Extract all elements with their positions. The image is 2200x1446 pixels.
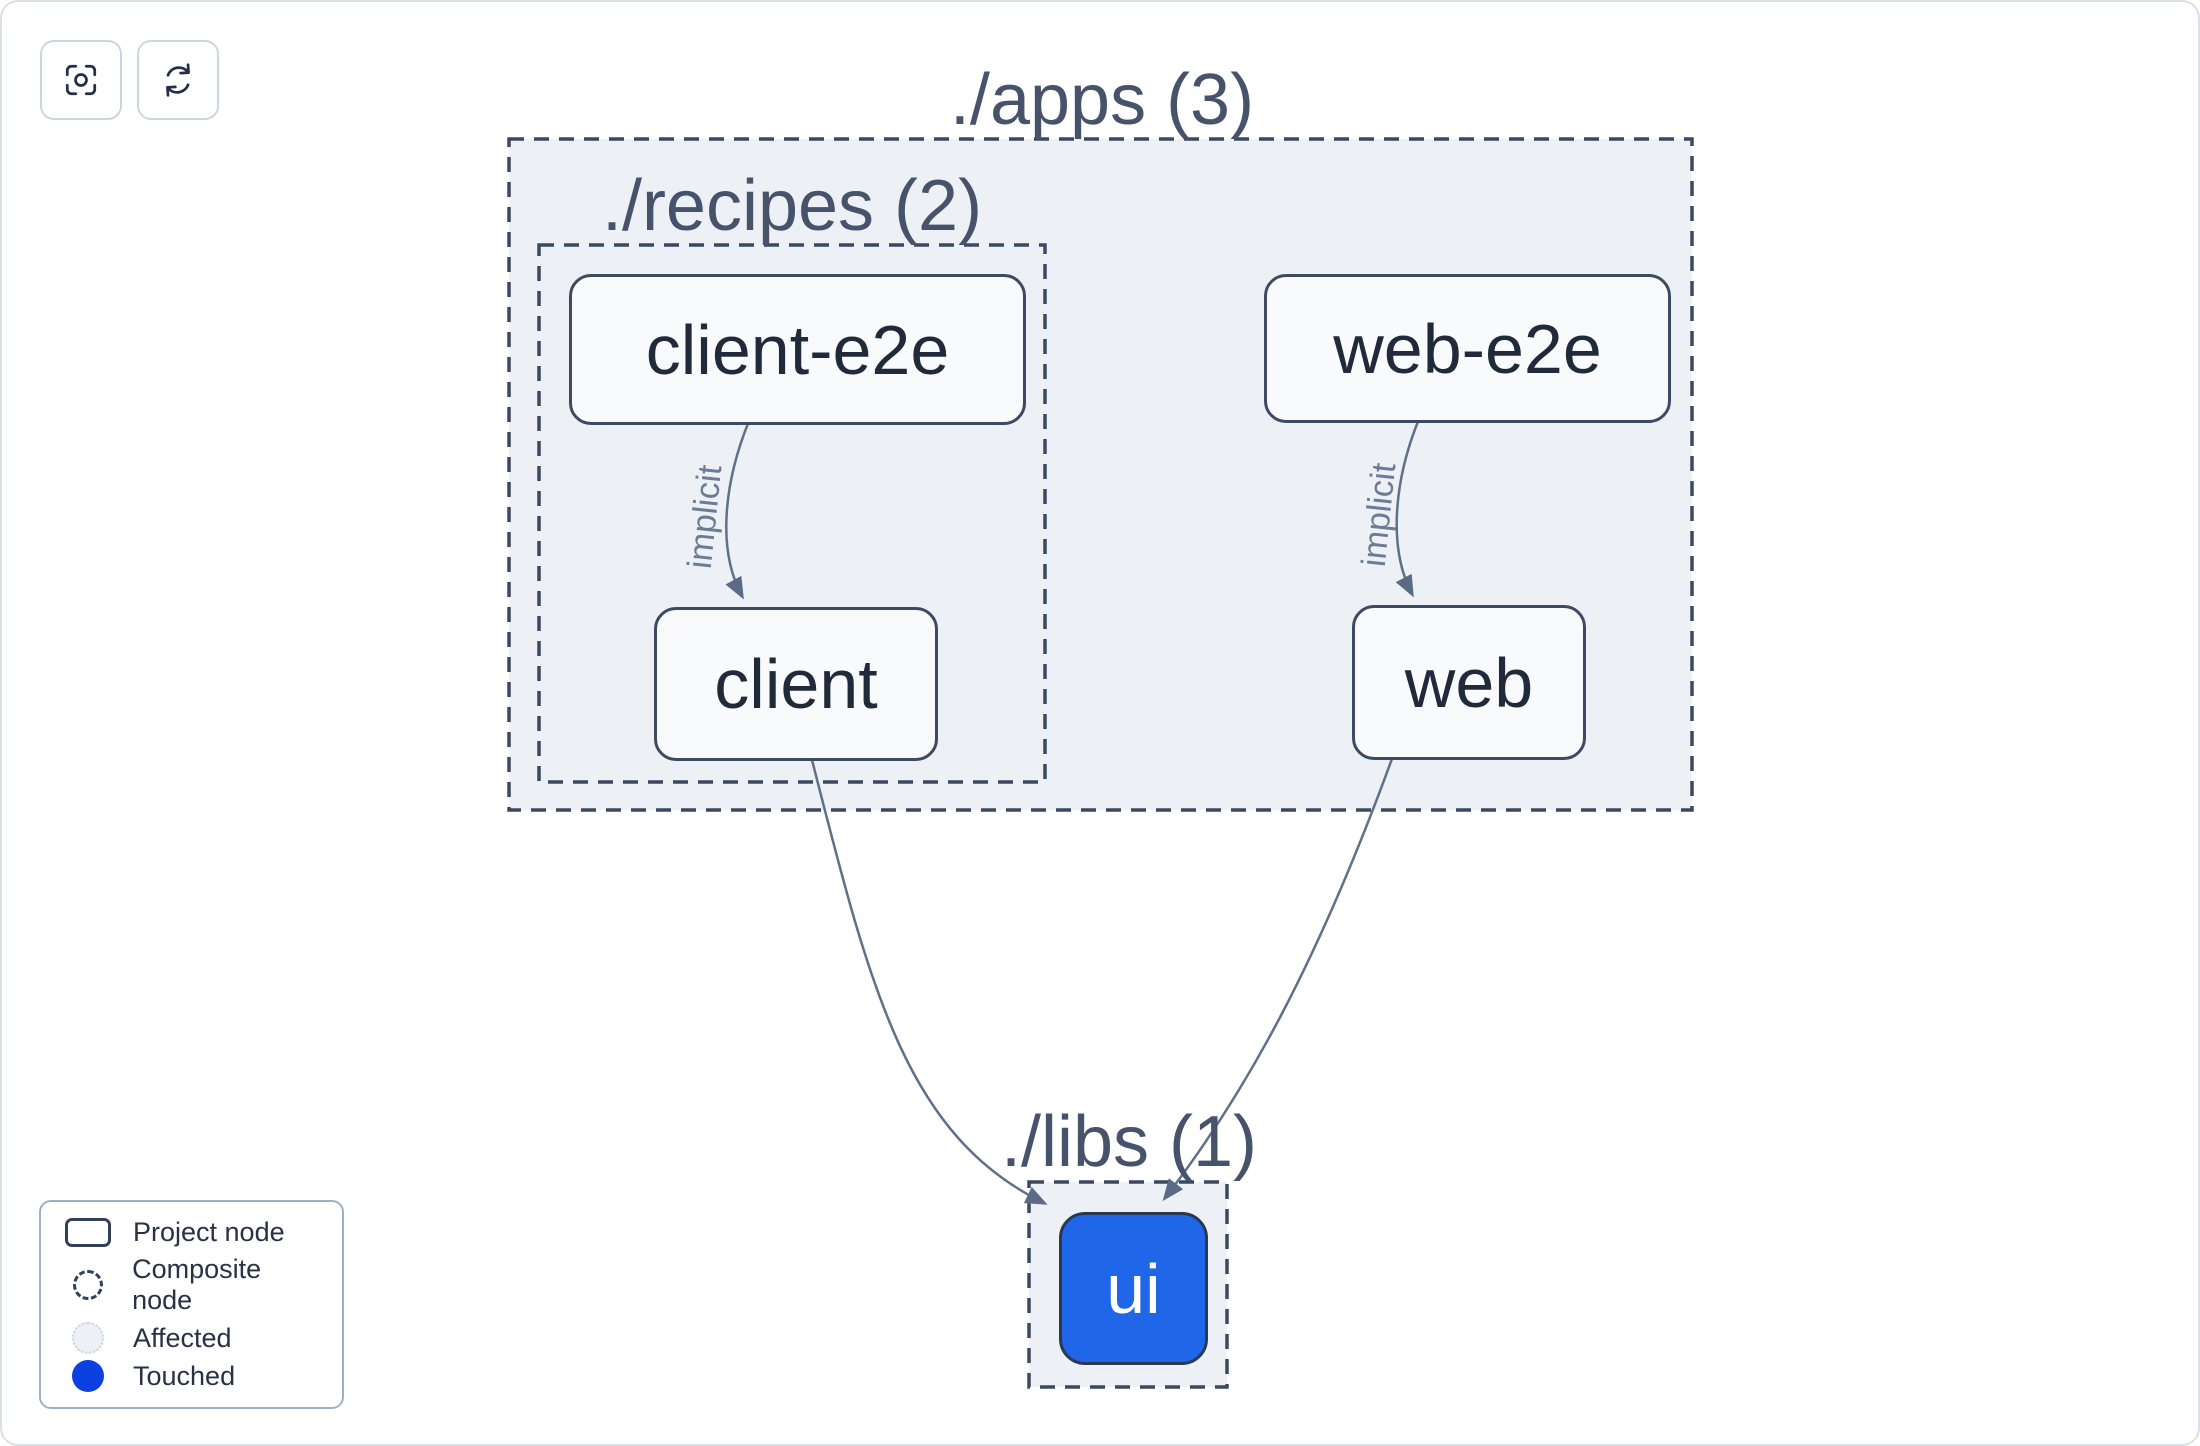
- node-web[interactable]: web: [1352, 605, 1586, 760]
- group-label-libs: ./libs (1): [1000, 1102, 1258, 1182]
- affected-swatch: [72, 1322, 104, 1354]
- edge-client-e2e-to-client: [725, 420, 751, 600]
- edge-client-to-ui: [809, 755, 1048, 1205]
- touched-swatch: [72, 1360, 104, 1392]
- node-web-e2e[interactable]: web-e2e: [1264, 274, 1671, 423]
- project-node-swatch: [65, 1218, 111, 1247]
- legend-item-touched: Touched: [57, 1360, 326, 1392]
- node-ui[interactable]: ui: [1059, 1212, 1208, 1365]
- group-label-apps: ./apps (3): [949, 60, 1255, 140]
- legend-item-affected: Affected: [57, 1322, 326, 1354]
- node-client-e2e[interactable]: client-e2e: [569, 274, 1026, 425]
- legend-label: Project node: [133, 1217, 285, 1247]
- scan-focus-icon: [65, 64, 97, 96]
- group-label-recipes: ./recipes (2): [601, 166, 983, 246]
- legend-label: Touched: [133, 1360, 236, 1391]
- legend-label: Composite node: [132, 1254, 262, 1315]
- refresh-button[interactable]: [137, 40, 219, 120]
- refresh-icon: [166, 63, 190, 97]
- legend: Project node Composite node Affected Tou…: [39, 1200, 344, 1409]
- composite-node-swatch: [72, 1270, 103, 1300]
- node-client[interactable]: client: [654, 607, 938, 761]
- legend-label: Affected: [133, 1322, 232, 1353]
- focus-button[interactable]: [40, 40, 122, 120]
- edge-web-to-ui: [1162, 755, 1395, 1202]
- legend-item-composite-node: Composite node: [57, 1254, 326, 1316]
- legend-item-project-node: Project node: [57, 1217, 326, 1248]
- edge-web-e2e-to-web: [1395, 418, 1421, 598]
